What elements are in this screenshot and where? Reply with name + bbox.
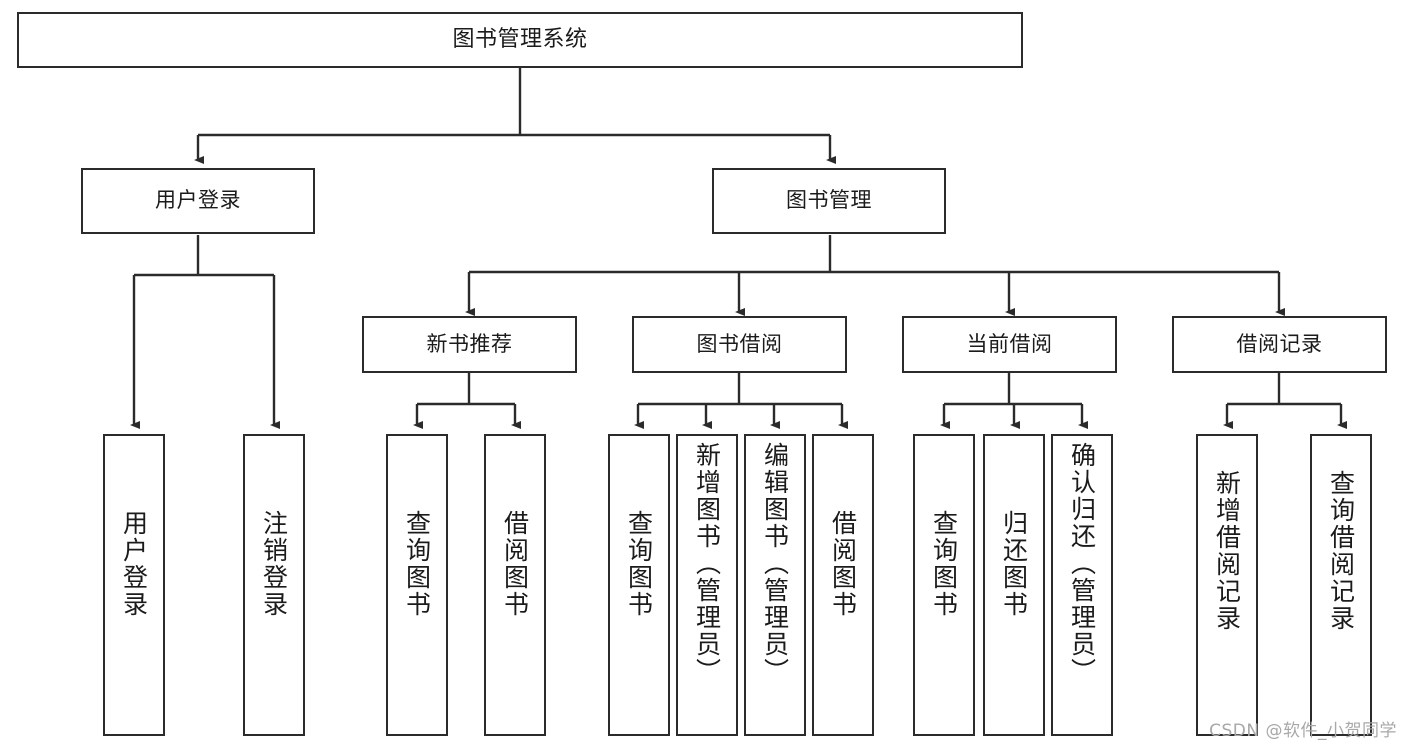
node-leaf-return-book-label: 归还图书 xyxy=(999,510,1029,618)
node-leaf-query-book-3[interactable]: 查询图书 xyxy=(913,434,975,736)
node-leaf-borrow-book-1-label: 借阅图书 xyxy=(500,510,530,618)
node-leaf-edit-book[interactable]: 编辑图书（管理员） xyxy=(744,434,806,736)
node-leaf-borrow-book-2[interactable]: 借阅图书 xyxy=(812,434,874,736)
node-leaf-return-book[interactable]: 归还图书 xyxy=(983,434,1045,736)
node-leaf-query-record[interactable]: 查询借阅记录 xyxy=(1310,434,1372,736)
node-user-login[interactable]: 用户登录 xyxy=(81,168,315,234)
node-leaf-user-login-label: 用户登录 xyxy=(119,510,149,618)
node-leaf-query-book-1-label: 查询图书 xyxy=(402,510,432,618)
node-leaf-add-book[interactable]: 新增图书（管理员） xyxy=(676,434,738,736)
node-leaf-confirm-return[interactable]: 确认归还（管理员） xyxy=(1051,434,1113,736)
node-leaf-edit-book-label: 编辑图书（管理员） xyxy=(760,442,790,685)
node-leaf-add-record-label: 新增借阅记录 xyxy=(1212,470,1242,632)
node-book-borrow[interactable]: 图书借阅 xyxy=(632,316,847,373)
node-leaf-borrow-book-2-label: 借阅图书 xyxy=(828,510,858,618)
node-leaf-query-record-label: 查询借阅记录 xyxy=(1326,470,1356,632)
node-leaf-query-book-2-label: 查询图书 xyxy=(624,510,654,618)
node-current-borrow[interactable]: 当前借阅 xyxy=(902,316,1117,373)
node-leaf-add-book-label: 新增图书（管理员） xyxy=(692,442,722,685)
node-leaf-query-book-2[interactable]: 查询图书 xyxy=(608,434,670,736)
csdn-watermark: CSDN @软件_小贺同学 xyxy=(1209,721,1397,741)
node-leaf-confirm-return-label: 确认归还（管理员） xyxy=(1067,442,1097,685)
node-leaf-query-book-3-label: 查询图书 xyxy=(929,510,959,618)
node-new-book-rec-label: 新书推荐 xyxy=(426,331,513,356)
node-leaf-query-book-1[interactable]: 查询图书 xyxy=(386,434,448,736)
node-leaf-logout-login-label: 注销登录 xyxy=(259,510,289,618)
node-book-manage[interactable]: 图书管理 xyxy=(712,168,946,234)
node-leaf-user-login[interactable]: 用户登录 xyxy=(103,434,165,736)
node-current-borrow-label: 当前借阅 xyxy=(966,331,1053,356)
node-borrow-record[interactable]: 借阅记录 xyxy=(1172,316,1387,373)
node-leaf-logout-login[interactable]: 注销登录 xyxy=(243,434,305,736)
node-book-manage-label: 图书管理 xyxy=(786,188,872,213)
node-leaf-borrow-book-1[interactable]: 借阅图书 xyxy=(484,434,546,736)
node-new-book-rec[interactable]: 新书推荐 xyxy=(362,316,577,373)
node-leaf-add-record[interactable]: 新增借阅记录 xyxy=(1196,434,1258,736)
node-root-label: 图书管理系统 xyxy=(452,26,588,52)
node-user-login-label: 用户登录 xyxy=(155,188,241,213)
node-root[interactable]: 图书管理系统 xyxy=(17,12,1023,68)
node-book-borrow-label: 图书借阅 xyxy=(696,331,783,356)
node-borrow-record-label: 借阅记录 xyxy=(1236,331,1323,356)
